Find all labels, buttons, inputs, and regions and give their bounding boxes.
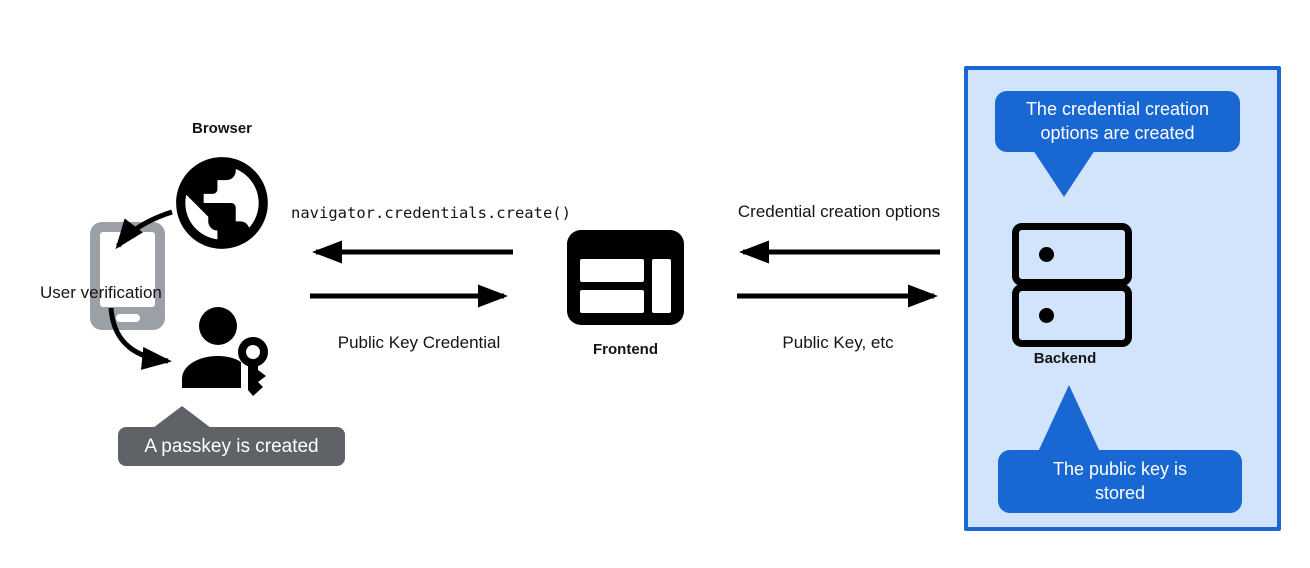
globe-icon xyxy=(176,157,268,249)
public-key-stored-callout: The public key is stored xyxy=(998,450,1242,513)
passkey-tooltip: A passkey is created xyxy=(118,427,345,466)
server-icon-bottom xyxy=(1012,284,1132,347)
credential-creation-options-label: Credential creation options xyxy=(737,202,941,221)
browser-label: Browser xyxy=(191,120,253,137)
create-call-label: navigator.credentials.create() xyxy=(291,204,571,222)
user-verification-label: User verification xyxy=(40,283,162,302)
passkey-tooltip-text: A passkey is created xyxy=(144,435,319,457)
person-key-icon xyxy=(182,307,268,396)
options-created-text: The credential creation options are crea… xyxy=(1025,99,1210,143)
server-icon-top xyxy=(1012,223,1132,286)
public-key-stored-text: The public key is stored xyxy=(1052,459,1188,503)
smartphone-home-bar xyxy=(115,314,140,322)
server-led-dot xyxy=(1039,308,1054,323)
options-created-callout: The credential creation options are crea… xyxy=(995,91,1240,152)
server-led-dot xyxy=(1039,247,1054,262)
options-created-callout-tail xyxy=(1033,150,1095,197)
backend-label: Backend xyxy=(1033,350,1097,367)
browser-window-icon xyxy=(567,230,684,325)
public-key-credential-label: Public Key Credential xyxy=(337,333,501,352)
public-key-stored-callout-tail xyxy=(1038,385,1100,452)
frontend-label: Frontend xyxy=(593,341,658,358)
public-key-etc-label: Public Key, etc xyxy=(782,333,894,352)
passkey-tooltip-pointer xyxy=(153,406,211,428)
smartphone-icon xyxy=(90,222,165,330)
